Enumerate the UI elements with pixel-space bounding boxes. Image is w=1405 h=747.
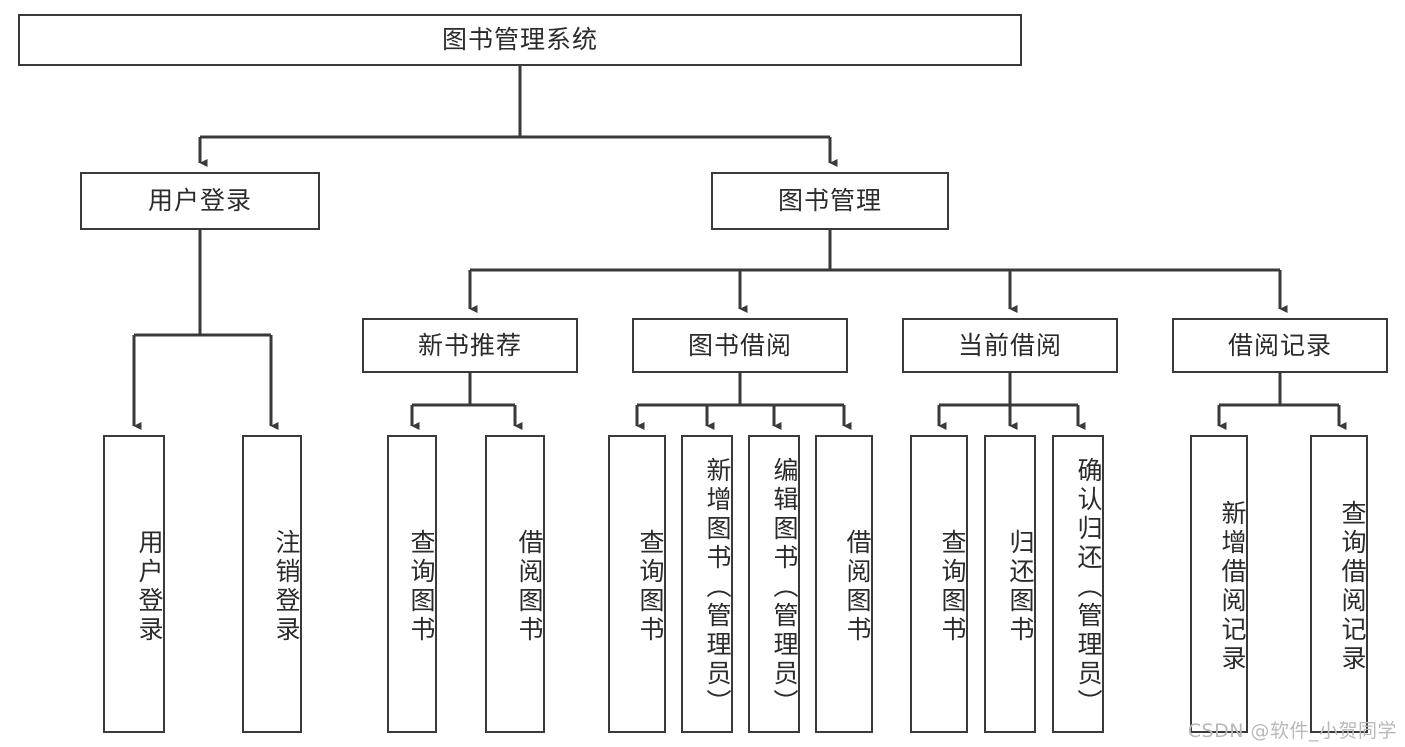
node-new-book-recommend[interactable]: 新书推荐 bbox=[362, 318, 578, 373]
node-new-book-recommend-label: 新书推荐 bbox=[417, 330, 522, 360]
leaf-query-borrow-record[interactable]: 查询借阅记录 bbox=[1310, 435, 1368, 733]
leaf-query-book-current[interactable]: 查询图书 bbox=[910, 435, 968, 733]
leaf-borrow-book-label: 借阅图书 bbox=[843, 529, 872, 645]
leaf-add-borrow-record[interactable]: 新增借阅记录 bbox=[1190, 435, 1248, 733]
leaf-query-book-recommend[interactable]: 查询图书 bbox=[387, 435, 437, 733]
node-book-borrow[interactable]: 图书借阅 bbox=[632, 318, 848, 373]
leaf-confirm-return-admin-label: 确认归还（管理员） bbox=[1074, 456, 1103, 718]
leaf-borrow-book[interactable]: 借阅图书 bbox=[815, 435, 873, 733]
leaf-return-book-label: 归还图书 bbox=[1006, 529, 1035, 645]
leaf-return-book[interactable]: 归还图书 bbox=[984, 435, 1036, 733]
leaf-user-login-label: 用户登录 bbox=[135, 529, 164, 645]
node-book-borrow-label: 图书借阅 bbox=[687, 330, 792, 360]
leaf-edit-book-admin[interactable]: 编辑图书（管理员） bbox=[748, 435, 800, 733]
node-book-management-label: 图书管理 bbox=[777, 186, 882, 216]
leaf-query-book-recommend-label: 查询图书 bbox=[407, 529, 436, 645]
leaf-confirm-return-admin[interactable]: 确认归还（管理员） bbox=[1052, 435, 1104, 733]
node-borrow-record[interactable]: 借阅记录 bbox=[1172, 318, 1388, 373]
leaf-add-book-admin-label: 新增图书（管理员） bbox=[703, 456, 732, 718]
leaf-add-book-admin[interactable]: 新增图书（管理员） bbox=[681, 435, 733, 733]
csdn-watermark: CSDN @软件_小贺同学 bbox=[1187, 720, 1397, 742]
node-borrow-record-label: 借阅记录 bbox=[1227, 330, 1332, 360]
node-root-label: 图书管理系统 bbox=[441, 25, 598, 55]
node-book-management[interactable]: 图书管理 bbox=[711, 172, 949, 230]
leaf-query-book-current-label: 查询图书 bbox=[938, 529, 967, 645]
leaf-borrow-book-recommend-label: 借阅图书 bbox=[515, 529, 544, 645]
node-current-borrow[interactable]: 当前借阅 bbox=[902, 318, 1118, 373]
node-root[interactable]: 图书管理系统 bbox=[18, 14, 1022, 66]
node-user-login-label: 用户登录 bbox=[147, 186, 252, 216]
node-user-login[interactable]: 用户登录 bbox=[80, 172, 320, 230]
leaf-borrow-book-recommend[interactable]: 借阅图书 bbox=[485, 435, 545, 733]
leaf-query-borrow-record-label: 查询借阅记录 bbox=[1338, 500, 1367, 674]
leaf-query-book-borrow[interactable]: 查询图书 bbox=[608, 435, 666, 733]
node-current-borrow-label: 当前借阅 bbox=[957, 330, 1062, 360]
leaf-user-logout[interactable]: 注销登录 bbox=[242, 435, 302, 733]
leaf-user-login[interactable]: 用户登录 bbox=[103, 435, 165, 733]
leaf-query-book-borrow-label: 查询图书 bbox=[636, 529, 665, 645]
leaf-user-logout-label: 注销登录 bbox=[272, 529, 301, 645]
leaf-add-borrow-record-label: 新增借阅记录 bbox=[1218, 500, 1247, 674]
leaf-edit-book-admin-label: 编辑图书（管理员） bbox=[770, 456, 799, 718]
